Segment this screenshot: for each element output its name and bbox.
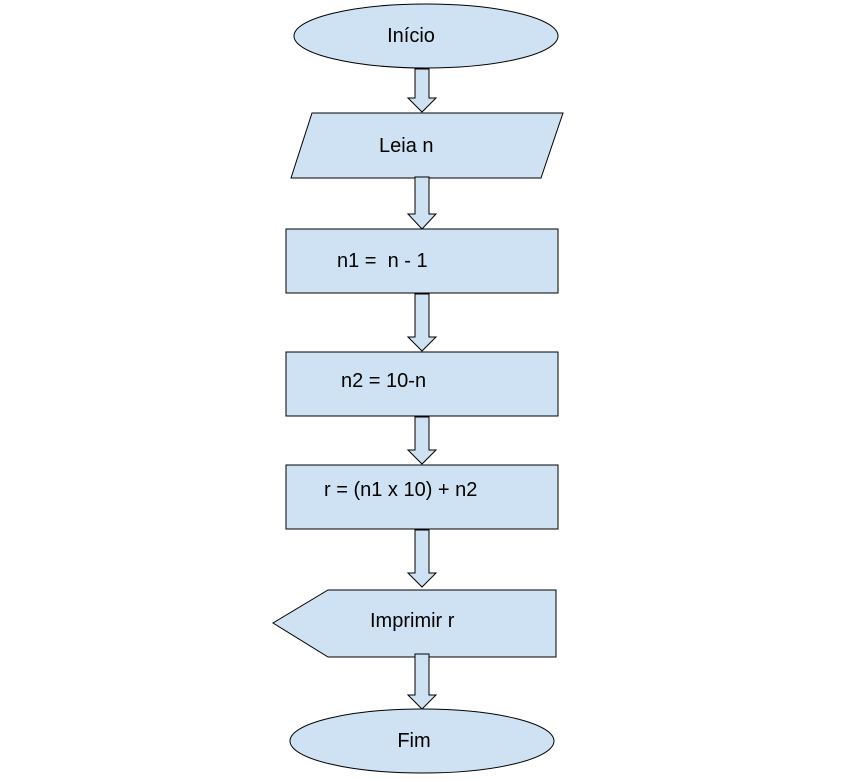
end-ellipse — [289, 708, 555, 774]
start-ellipse — [293, 3, 559, 69]
process2-rect — [285, 351, 559, 417]
process3-rect — [285, 464, 559, 530]
end-node: Fim — [289, 708, 555, 774]
input-node: Leia n — [290, 112, 564, 179]
output-label: Imprimir r — [370, 610, 455, 632]
process2-node: n2 = 10-n — [285, 351, 559, 417]
end-label: Fim — [397, 730, 430, 752]
output-node: Imprimir r — [272, 589, 557, 658]
process1-rect — [285, 228, 559, 294]
input-parallelogram — [290, 112, 564, 179]
arrow-process2-to-process3 — [406, 416, 438, 465]
arrow-process1-to-process2 — [406, 293, 438, 352]
process1-label: n1 = n - 1 — [337, 250, 428, 272]
input-label: Leia n — [379, 135, 434, 157]
process3-node: r = (n1 x 10) + n2 — [285, 464, 559, 530]
start-node: Início — [293, 3, 559, 69]
process1-node: n1 = n - 1 — [285, 228, 559, 294]
start-label: Início — [387, 25, 435, 47]
process2-label: n2 = 10-n — [341, 370, 426, 392]
output-display — [272, 589, 557, 658]
arrow-start-to-input — [406, 68, 438, 113]
arrow-input-to-process1 — [406, 176, 438, 230]
arrow-output-to-end — [406, 653, 438, 710]
arrow-process3-to-output — [406, 529, 438, 588]
process3-label: r = (n1 x 10) + n2 — [324, 479, 477, 501]
